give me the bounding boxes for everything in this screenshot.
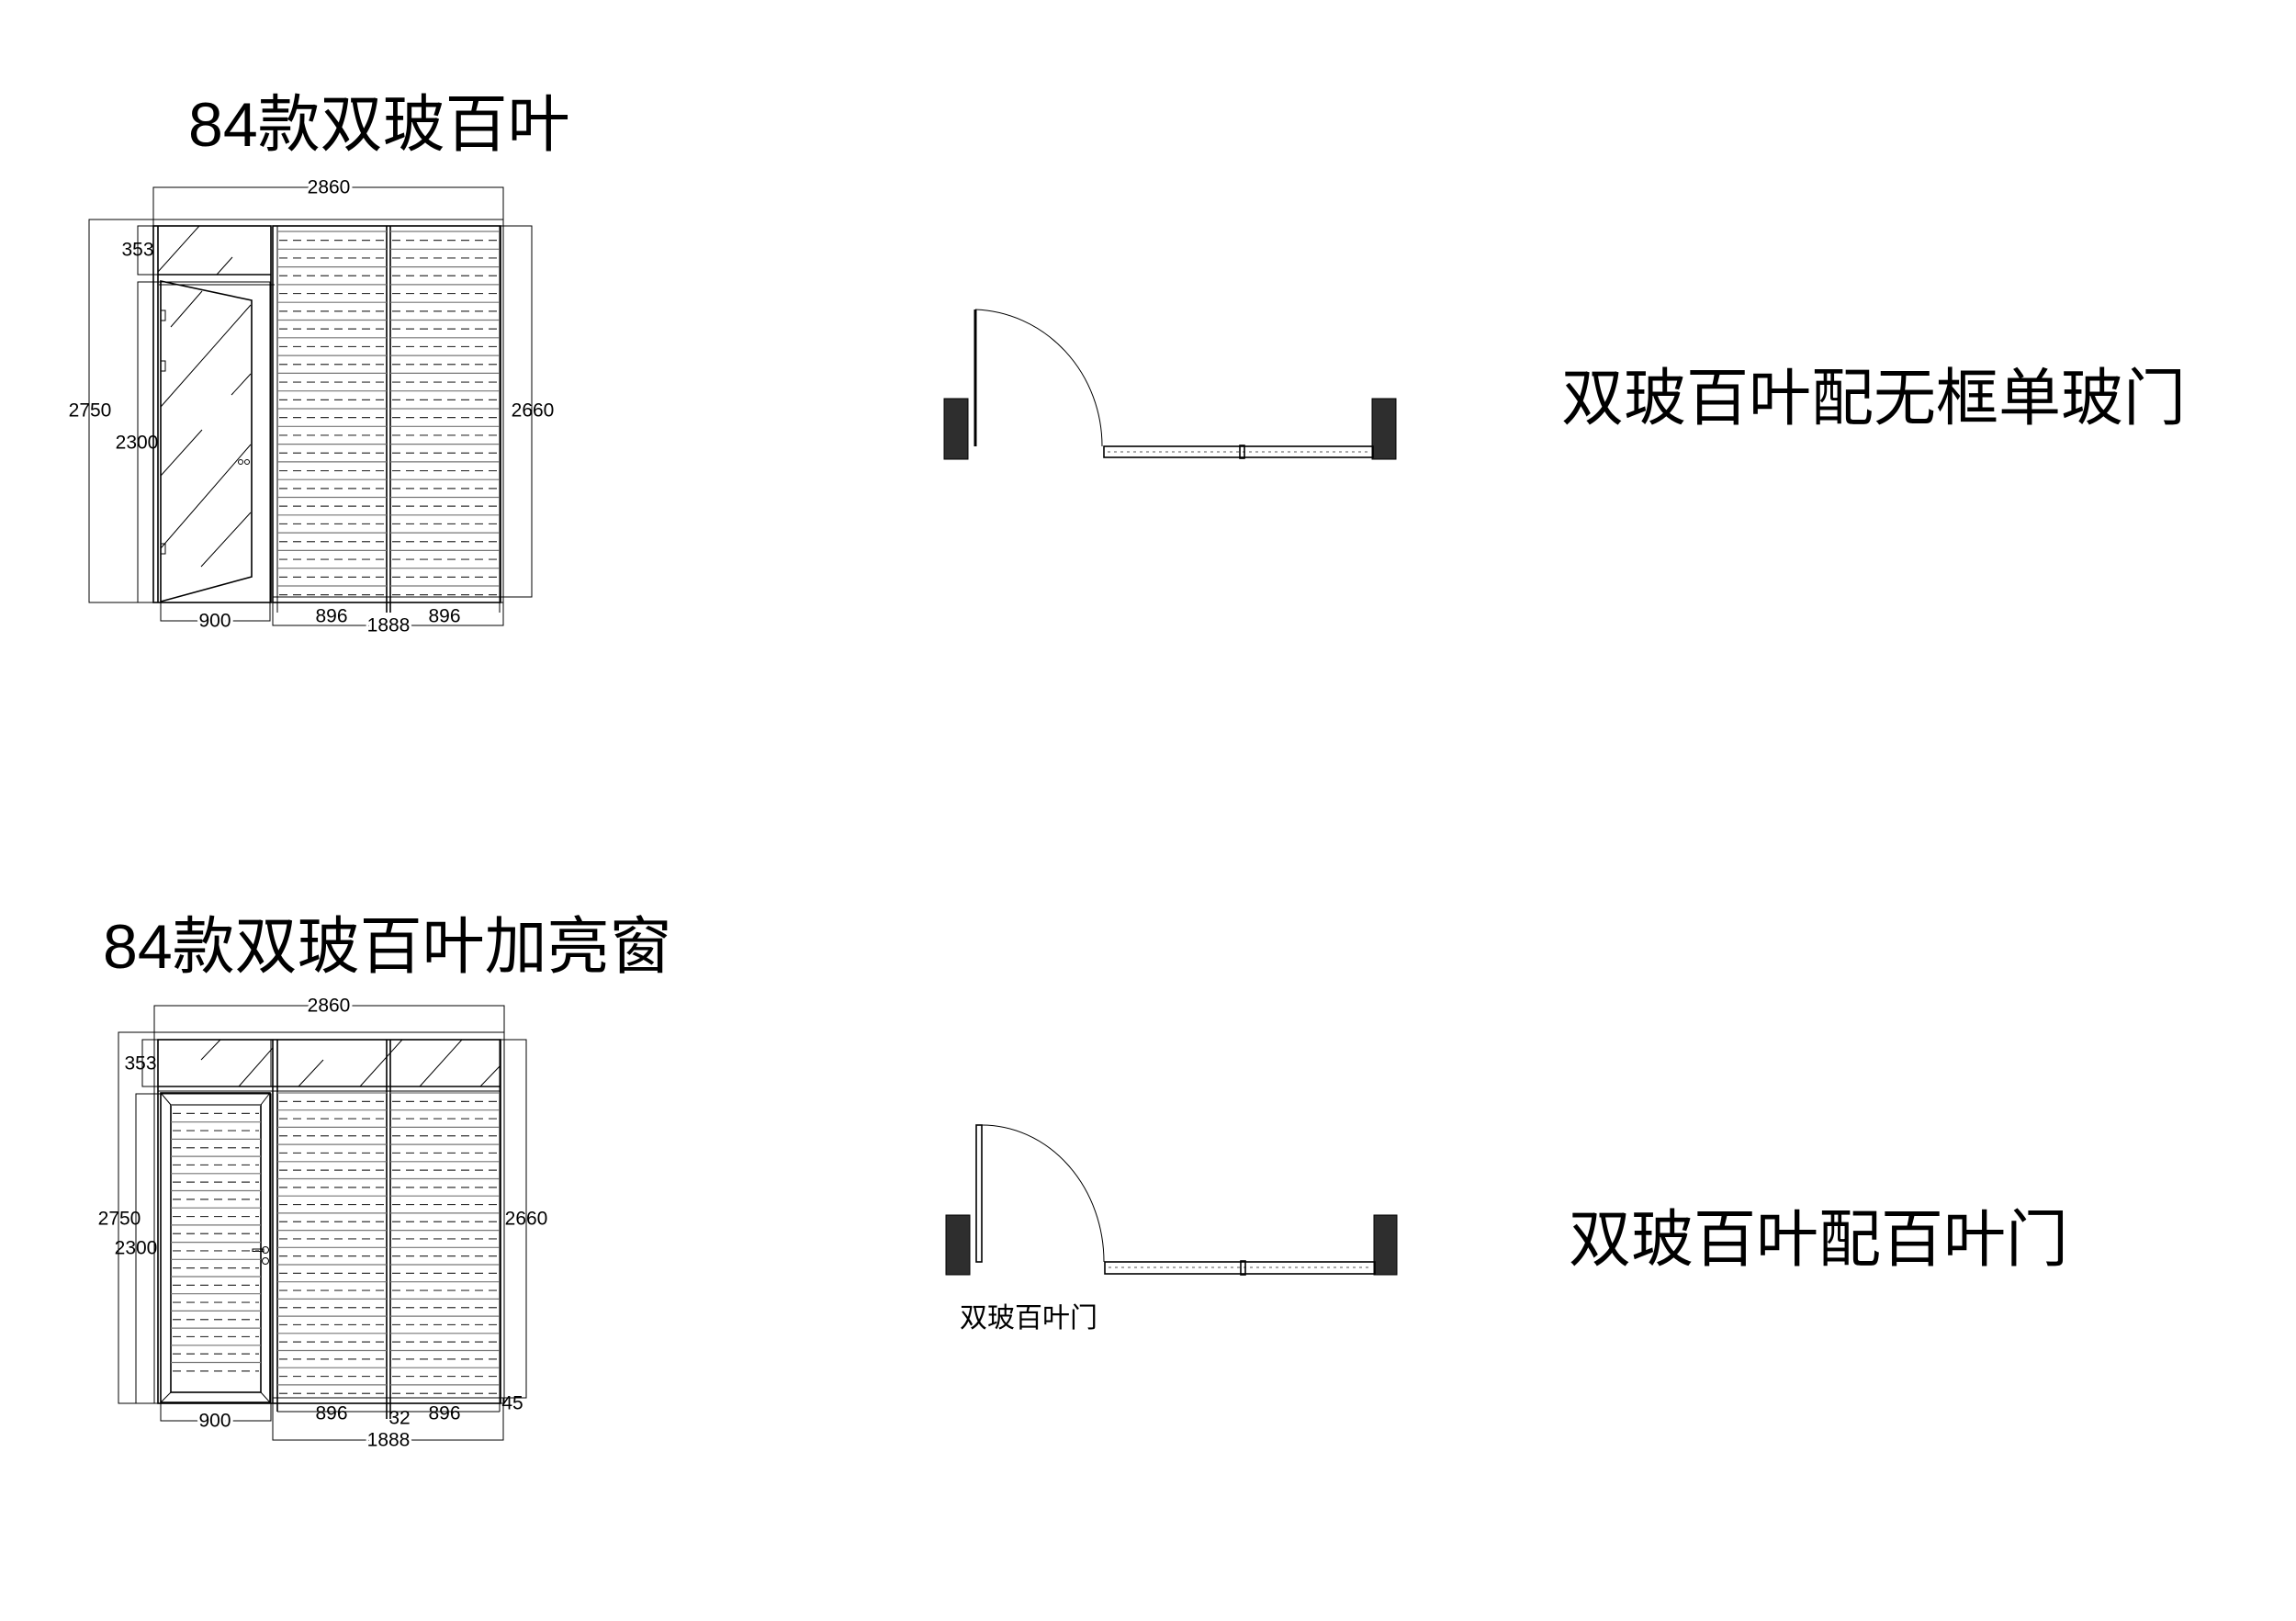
door-swing-arc	[981, 1124, 1105, 1263]
dimensions-1: 2860 353 2750 2300 2660 900 896 896 1888	[69, 174, 555, 639]
door-handle-icon	[238, 459, 243, 465]
plan-1-label: 双玻百叶配无框单玻门	[1561, 364, 2186, 433]
plan-2: 双玻百叶门 双玻百叶配百叶门	[945, 1124, 2068, 1334]
dim-door-height: 2300	[115, 1238, 158, 1259]
dim-panels-width: 1888	[367, 615, 411, 636]
dimensions-2: 2860 353 2750 2300 2660 900 896 32 896 4…	[98, 993, 548, 1454]
glass-hatch	[157, 225, 200, 273]
dim-panel-right: 896	[428, 1403, 460, 1424]
louver-slats	[171, 1092, 500, 1394]
wall-left	[943, 398, 969, 460]
elevation-2-title: 84款双玻百叶加亮窗	[103, 912, 672, 982]
door-swing-arc	[974, 309, 1103, 447]
elevation-1: 84款双玻百叶 2	[69, 90, 570, 639]
dim-box-900	[160, 1093, 272, 1422]
plan-2-door-note: 双玻百叶门	[960, 1303, 1097, 1334]
transom-glass-hatch	[200, 1039, 501, 1087]
dim-panel-left: 896	[315, 606, 347, 627]
dim-door-width: 900	[198, 1411, 231, 1432]
plan-1: 双玻百叶配无框单玻门	[943, 309, 2186, 460]
dim-panel-left: 896	[315, 1403, 347, 1424]
dim-door-width: 900	[198, 611, 231, 632]
hinge-icon	[160, 310, 166, 321]
dim-total-width: 2860	[308, 177, 351, 198]
dim-transom: 353	[124, 1053, 156, 1075]
dim-right-height: 2660	[505, 1209, 548, 1230]
dim-total-width: 2860	[308, 996, 351, 1017]
hinge-icon	[160, 360, 166, 372]
dim-panels-width: 1888	[367, 1430, 411, 1451]
dim-box-900	[160, 281, 271, 622]
dim-box-1888	[272, 1397, 504, 1441]
plan-2-label: 双玻百叶配百叶门	[1569, 1205, 2068, 1275]
door-frame	[152, 225, 272, 603]
fixed-louver-panels	[1104, 1261, 1376, 1275]
glass-door-leaf	[160, 280, 253, 603]
elevation-1-title: 84款双玻百叶	[188, 90, 570, 160]
dim-right-height: 2660	[512, 400, 555, 422]
wall-right	[1371, 398, 1397, 460]
louver-door-leaf	[160, 1092, 271, 1403]
dim-offset: 45	[501, 1393, 523, 1414]
wall-right	[1373, 1214, 1398, 1276]
louver-door-leaf-open	[975, 1124, 983, 1263]
hinge-icon	[160, 543, 166, 555]
dim-total-height: 2750	[69, 400, 112, 422]
window-frame	[157, 1039, 501, 1404]
dim-transom: 353	[121, 240, 153, 261]
dim-box-2750	[88, 219, 504, 603]
door-handle-icon	[252, 1246, 269, 1265]
dim-box-1888	[272, 596, 504, 626]
louver-slats	[277, 231, 500, 596]
dim-mullion: 32	[388, 1408, 410, 1429]
dim-total-height: 2750	[98, 1209, 141, 1230]
dim-panel-right: 896	[428, 606, 460, 627]
wall-left	[945, 1214, 971, 1276]
dim-box-2750	[118, 1031, 505, 1404]
dim-door-height: 2300	[116, 433, 159, 454]
fixed-glass-panels	[1103, 445, 1374, 458]
dim-box-353	[141, 1039, 272, 1087]
elevation-2: 84款双玻百叶加亮窗	[98, 912, 672, 1454]
